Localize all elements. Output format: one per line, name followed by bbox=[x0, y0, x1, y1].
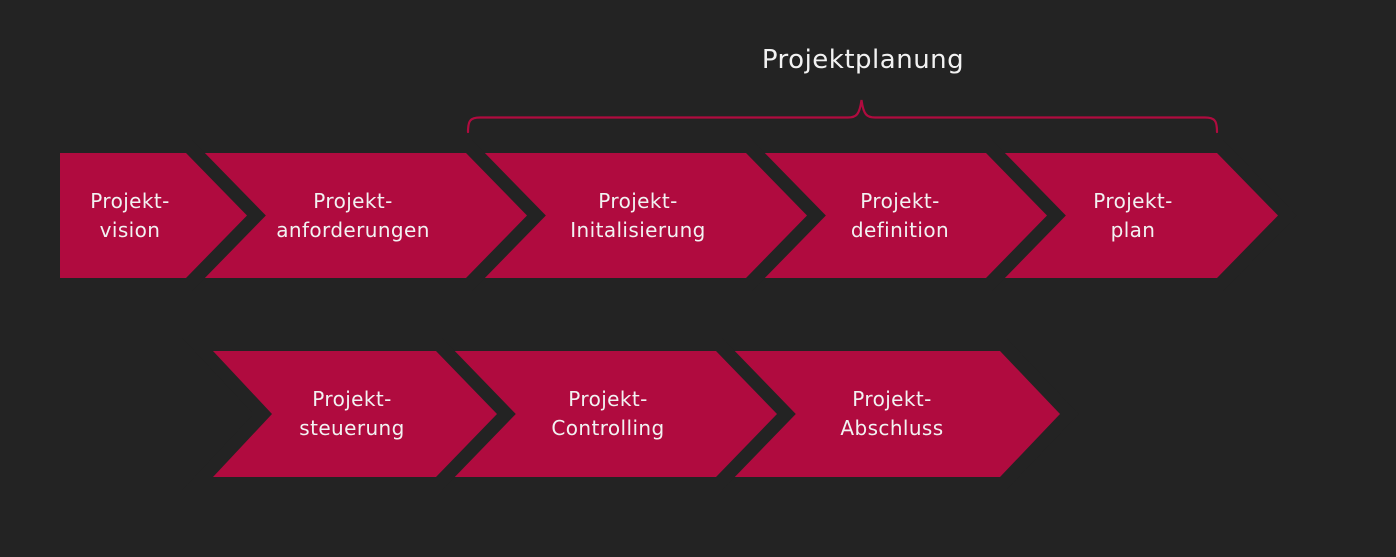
arrow-label-projekt-steuerung: Projekt- steuerung bbox=[299, 385, 404, 443]
arrow-label-projekt-vision: Projekt- vision bbox=[90, 187, 169, 245]
arrow-label-line2: Abschluss bbox=[840, 416, 944, 440]
arrow-label-projekt-plan: Projekt- plan bbox=[1093, 187, 1172, 245]
arrow-label-line2: definition bbox=[850, 218, 950, 242]
arrow-label-line1: Projekt- bbox=[598, 189, 678, 213]
arrow-label-line2: plan bbox=[1110, 218, 1156, 242]
arrow-label-projekt-abschluss: Projekt- Abschluss bbox=[840, 385, 943, 443]
arrow-label-projekt-controlling: Projekt- Controlling bbox=[551, 385, 664, 443]
arrow-label-line1: Projekt- bbox=[313, 189, 393, 213]
arrow-label-line2: Controlling bbox=[551, 416, 665, 440]
arrow-shape-projekt-steuerung bbox=[181, 337, 516, 491]
arrow-label-projekt-definition: Projekt- definition bbox=[851, 187, 949, 245]
arrow-label-line1: Projekt- bbox=[568, 387, 648, 411]
arrow-label-line1: Projekt- bbox=[90, 189, 170, 213]
projektplanung-brace-icon bbox=[466, 99, 1219, 134]
diagram-title: Projektplanung bbox=[761, 45, 965, 75]
arrow-label-line2: anforderungen bbox=[276, 218, 430, 242]
arrow-label-line1: Projekt- bbox=[1093, 189, 1173, 213]
arrow-label-line2: vision bbox=[99, 218, 161, 242]
arrow-label-line1: Projekt- bbox=[312, 387, 392, 411]
arrow-label-line1: Projekt- bbox=[852, 387, 932, 411]
arrow-label-projekt-initalisierung: Projekt- Initalisierung bbox=[570, 187, 706, 245]
arrow-label-line2: Initalisierung bbox=[570, 218, 706, 242]
arrow-shape-projekt-vision bbox=[46, 139, 266, 292]
arrow-label-line2: steuerung bbox=[299, 416, 405, 440]
arrow-label-line1: Projekt- bbox=[860, 189, 940, 213]
arrow-label-projekt-anforderungen: Projekt- anforderungen bbox=[276, 187, 430, 245]
